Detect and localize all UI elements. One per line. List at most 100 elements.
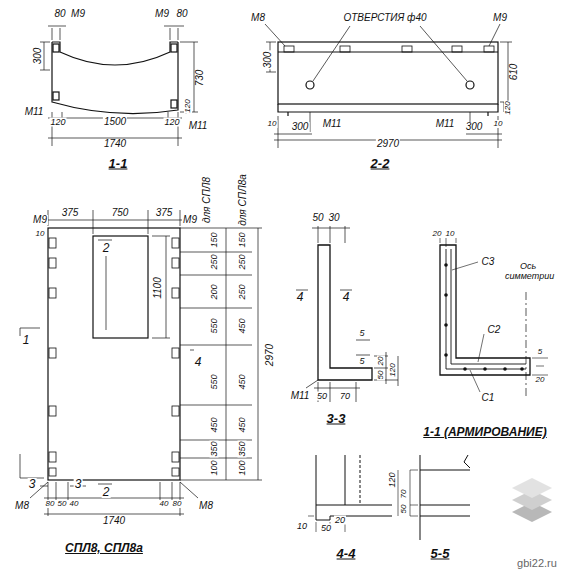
dimension-label: 1740 <box>103 139 127 149</box>
dimension-label: 375 <box>61 208 80 218</box>
dimension-label: M11 <box>322 119 343 129</box>
dimension-label: 10 <box>493 120 504 128</box>
dimension-label: 10 <box>35 230 46 238</box>
dimension-label: С1 <box>481 393 496 403</box>
dimension-label: M9 <box>154 9 170 19</box>
dimension-label: 20 <box>432 230 443 238</box>
dimension-label: 550 <box>210 317 219 334</box>
dimension-label: 120 <box>163 118 180 127</box>
view-title: 1-1 <box>108 157 129 170</box>
dimension-label: 10 <box>267 120 278 128</box>
dimension-label: 300 <box>263 51 273 70</box>
dimension-label: 450 <box>238 416 247 433</box>
dimension-label: 610 <box>509 63 519 82</box>
dimension-label: 40 <box>159 500 170 508</box>
dimension-label: 5 <box>358 357 365 366</box>
dimension-label: 50 <box>311 213 324 223</box>
dimension-label: 2970 <box>265 343 275 367</box>
dimension-label: 300 <box>291 122 310 132</box>
watermark: gbi22.ru <box>516 558 558 569</box>
dimension-label: 80 <box>175 9 188 19</box>
dimension-label: 300 <box>33 47 43 66</box>
dimension-label: 150 <box>210 231 219 248</box>
dimension-label: 3 <box>74 478 83 490</box>
view-title: 3-3 <box>326 412 347 425</box>
dimension-label: 10 <box>445 230 456 238</box>
dimension-label: 40 <box>69 500 80 508</box>
dimension-label: 450 <box>210 416 219 433</box>
dimension-label: M9 <box>492 13 508 23</box>
dimension-label: 10 <box>296 522 308 531</box>
dimension-label: 4 <box>296 291 305 303</box>
dimension-label: 150 <box>238 231 247 248</box>
view-title: 5-5 <box>430 547 451 560</box>
dimension-label: 70 <box>339 392 351 401</box>
dimension-label: 4 <box>194 356 203 368</box>
dimension-label: 80 <box>45 500 56 508</box>
dimension-label: 2 <box>102 242 111 254</box>
dimension-label: 450 <box>238 373 247 390</box>
dimension-label: 50 <box>57 500 68 508</box>
dimension-label: 4 <box>342 291 351 303</box>
dimension-label: 750 <box>111 208 130 218</box>
dimension-label: 120 <box>184 98 192 113</box>
dimension-label: 2 <box>102 486 111 498</box>
dimension-label: 250 <box>238 283 247 300</box>
dimension-label: 120 <box>504 100 512 115</box>
dimension-label: M8 <box>250 13 266 23</box>
dimension-label: 3 <box>28 478 37 490</box>
dimension-label: 120 <box>388 471 397 488</box>
dimension-label: Ось симметрии <box>504 262 552 282</box>
dimension-label: 30 <box>327 213 340 223</box>
dimension-label: С3 <box>481 257 496 267</box>
dimension-label: M11 <box>24 107 45 117</box>
view-title: СПЛ8, СПЛ8а <box>64 542 144 554</box>
dimension-label: M11 <box>290 391 311 401</box>
view-title: 1-1 (АРМИРОВАНИЕ) <box>422 426 547 438</box>
dimension-label: 550 <box>210 373 219 390</box>
dimension-label: 350 <box>238 440 247 457</box>
dimension-label: 50 <box>377 370 385 381</box>
dimension-label: ОТВЕРСТИЯ ф40 <box>342 13 427 23</box>
dimension-label: 730 <box>195 69 205 88</box>
dimension-label: 50 <box>316 392 328 401</box>
dimension-label: M9 <box>32 215 48 225</box>
dimension-label: 250 <box>210 253 219 270</box>
dimension-label: 120 <box>389 362 397 377</box>
dimension-label: 5 <box>537 348 543 356</box>
dimension-label: 5 <box>358 329 365 338</box>
dimension-label: 350 <box>210 440 219 457</box>
dimension-label: 300 <box>465 122 484 132</box>
dimension-label: 1 <box>22 334 31 346</box>
dimension-label: 20 <box>334 516 346 525</box>
view-title: 4-4 <box>336 547 357 560</box>
dimension-label: 100 <box>238 459 247 476</box>
dimension-label: 70 <box>400 489 408 500</box>
dimension-label: 1500 <box>103 117 127 127</box>
dimension-label: 250 <box>238 253 247 270</box>
dimension-label: 20 <box>535 376 546 384</box>
dimension-label: 80 <box>53 9 66 19</box>
dimension-label: С2 <box>487 325 502 335</box>
dimension-label: M9 <box>182 215 198 225</box>
dimension-label: M8 <box>198 501 214 511</box>
dimension-label: 20 <box>377 356 385 367</box>
dimension-label: M11 <box>188 121 209 131</box>
dimension-label: 375 <box>155 208 174 218</box>
dimension-label: M9 <box>70 9 86 19</box>
dimension-label: 2970 <box>376 139 400 149</box>
dimension-label: 50 <box>400 504 408 515</box>
dimension-label: M11 <box>435 119 456 129</box>
dimension-label: 50 <box>320 524 332 533</box>
dimension-label: для СПЛ8а <box>238 173 248 227</box>
dimension-label: 100 <box>210 459 219 476</box>
view-title: 2-2 <box>370 157 391 170</box>
dimension-label: 450 <box>238 317 247 334</box>
dimension-label: M8 <box>14 501 30 511</box>
dimension-label: 200 <box>210 283 219 300</box>
dimension-label: 120 <box>49 118 66 127</box>
dimension-label: 1100 <box>153 276 163 300</box>
dimension-label: 1740 <box>102 516 126 526</box>
